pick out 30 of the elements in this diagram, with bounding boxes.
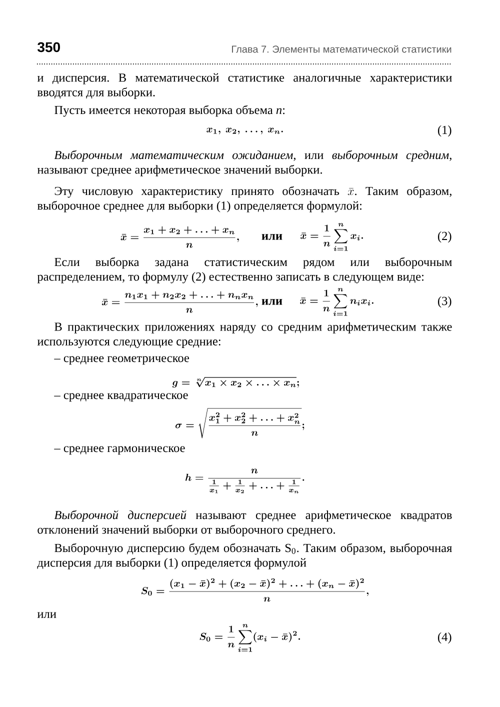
list-item: – среднее квадратическое	[54, 393, 188, 402]
formula: $x_1,\ x_2,\ \ldots,\ x_n.$	[206, 128, 283, 134]
formula: $\bar{x}=\frac{1}{n}\sum_{i=1}^{n}n_ix_i.$	[300, 288, 374, 316]
list-item: – среднее гармоническое	[54, 446, 185, 455]
running-header: Глава 7. Элементы математической статистики	[232, 45, 452, 53]
equation-number: (2)	[438, 231, 452, 243]
paragraph: Выборочным математическим ожиданием, или выборочным средним, называют среднее арифметическое значений выборки.	[37, 150, 452, 176]
paragraph: или	[37, 612, 56, 618]
formula: $h=\frac{n}{\frac{1}{x_1}+\frac{1}{x_2}+\ldots+\frac{1}{x_n}}.$	[186, 468, 304, 494]
equation-number: (4)	[438, 632, 452, 644]
list-item: – среднее геометрическое	[54, 356, 190, 365]
connective-word: или	[262, 234, 282, 240]
equation-number: (3)	[438, 296, 452, 308]
formula: $\bar{x}=\frac{1}{n}\sum_{i=1}^{n}x_i.$	[300, 223, 363, 251]
formula: $S_0=\frac{(x_1-\bar{x})^2+(x_2-\bar{x})^2+\ldots+(x_n-\bar{x})^2}{n},$	[141, 578, 369, 602]
page-number: 350	[38, 42, 60, 52]
paragraph: Эту числовую характеристику принято обозначать $\bar{x}$. Таким образом, выборочное среднее для выборки (1) определяется формулой:	[37, 186, 452, 212]
paragraph: и дисперсия. В математической статистике аналогичные характеристики вводятся для выборки.	[37, 73, 452, 99]
formula: $S_0=\frac{1}{n}\sum_{i=1}^{n}(x_i-\bar{x})^2.$	[200, 624, 300, 652]
paragraph: Выборочную дисперсию будем обозначать S$_{0}$. Таким образом, выборочная дисперсия для выборки (1) определяется формулой	[37, 543, 452, 570]
paragraph: В практических приложениях наряду со средним арифметическим также используются следующие средние:	[37, 322, 452, 348]
equation-number: (1)	[438, 125, 452, 137]
formula: $g=\sqrt[n]{x_1\times x_2\times\ldots\times x_n};$	[172, 377, 299, 388]
paragraph: Пусть имеется некоторая выборка объема n:	[54, 105, 284, 117]
connective-word: или	[262, 299, 282, 305]
paragraph: Выборочной дисперсией называют среднее арифметическое квадратов отклонений значений выборки от выборочного среднего.	[38, 510, 452, 536]
formula: $\bar{x}=\frac{x_1+x_2+\ldots+x_n}{n},$	[120, 226, 239, 248]
formula: $\sigma=\sqrt{\frac{x_1^2+x_2^2+\ldots+x_n^2}{n}};$	[176, 408, 304, 438]
paragraph: Если выборка задана статистическим рядом или выборочным распределением, то формулу (2) естественно записать в следующем виде:	[37, 257, 452, 284]
formula: $\bar{x}=\frac{n_1x_1+n_2x_2+\ldots+n_nx_n}{n},$	[102, 291, 258, 313]
